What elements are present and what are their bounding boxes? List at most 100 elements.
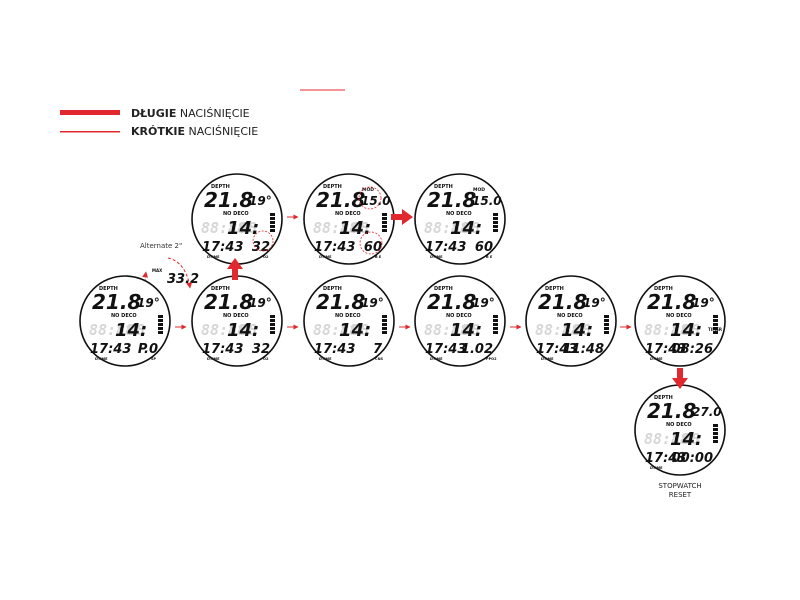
nodeco-label: NO DECO xyxy=(446,211,472,217)
depth-value: 21.8 xyxy=(204,290,253,314)
lcd-ghost-segments: 88:88 xyxy=(644,430,689,448)
alternate-display: MAX 33.2 xyxy=(152,268,199,287)
depth-label: DEPTH xyxy=(545,286,564,292)
lcd-ghost-segments: 88:88 xyxy=(89,321,134,339)
nodeco-label: NO DECO xyxy=(223,211,249,217)
highlight-o2-value xyxy=(252,230,274,252)
depth-value: 21.8 xyxy=(92,290,141,314)
dtime-label: DTIME xyxy=(207,357,220,361)
legend-short-swatch xyxy=(60,131,120,133)
bottom-value: P.0 xyxy=(138,342,158,357)
alt-max-value: 33.2 xyxy=(167,272,199,287)
bar-graph xyxy=(713,315,718,334)
bottom-value: 60 xyxy=(475,240,493,255)
lcd-ghost-segments-right: 88 xyxy=(239,219,257,237)
temp-value: 19° xyxy=(361,296,384,310)
bottom-value: 08:26 xyxy=(672,342,713,357)
temp-value: 19° xyxy=(583,296,606,310)
depth-value: 21.8 xyxy=(538,290,587,314)
lcd-ghost-segments-right: 88 xyxy=(682,430,700,448)
reset-caption-line2: RESET xyxy=(669,491,692,499)
bottom-value: 1.02 xyxy=(461,342,493,357)
lcd-ghost-segments-right: 88 xyxy=(239,321,257,339)
depth-label: DEPTH xyxy=(211,184,230,190)
nodeco-value: 14: xyxy=(670,429,702,450)
depth-label: DEPTH xyxy=(654,286,673,292)
dtime-value: 17:43 xyxy=(90,342,131,357)
nodeco-label: NO DECO xyxy=(666,313,692,319)
watch-bezel xyxy=(414,173,506,265)
lcd-ghost-segments-right: 88 xyxy=(351,219,369,237)
bottom-value: 32 xyxy=(252,240,270,255)
alternate-arrow-right xyxy=(167,257,193,289)
dtime-value: 17:43 xyxy=(202,240,243,255)
lcd-ghost-segments-right: 88 xyxy=(351,321,369,339)
legend-long-text: DŁUGIE NACIŚNIĘCIE xyxy=(131,107,250,120)
bottom-label: SP xyxy=(151,357,157,361)
nodeco-value: 14: xyxy=(227,320,259,341)
watch-bezel xyxy=(303,275,395,367)
bottom-label: O2 xyxy=(263,357,269,361)
dtime-value: 17:43 xyxy=(536,342,577,357)
temp-value: 19° xyxy=(472,296,495,310)
depth-label: DEPTH xyxy=(323,286,342,292)
nodeco-label: NO DECO xyxy=(557,313,583,319)
alternate-note: Alternate 2" xyxy=(140,242,182,250)
depth-label: DEPTH xyxy=(323,184,342,190)
nodeco-value: 14: xyxy=(561,320,593,341)
lcd-ghost-segments: 88:88 xyxy=(313,321,358,339)
dtime-value: 17:43 xyxy=(645,451,686,466)
temp-value: 19° xyxy=(137,296,160,310)
nodeco-value: 14: xyxy=(450,320,482,341)
highlight-mod-value xyxy=(358,186,382,210)
lcd-ghost-segments: 88:88 xyxy=(535,321,580,339)
depth-label: DEPTH xyxy=(99,286,118,292)
bottom-label: B E xyxy=(375,255,382,259)
nodeco-label: NO DECO xyxy=(666,422,692,428)
temp-value: 19° xyxy=(692,296,715,310)
reset-caption-line1: STOPWATCH xyxy=(658,482,701,490)
bar-graph xyxy=(270,213,275,232)
bottom-value: 7 xyxy=(373,342,383,357)
bottom-label: CNS xyxy=(375,357,383,361)
nodeco-label: NO DECO xyxy=(223,313,249,319)
depth-value: 21.8 xyxy=(647,290,696,314)
depth-label: DEPTH xyxy=(211,286,230,292)
nodeco-label: NO DECO xyxy=(111,313,137,319)
bottom-label: O2 xyxy=(263,255,269,259)
bar-graph xyxy=(604,315,609,334)
mod-label: MOD xyxy=(473,187,485,193)
mod-label: MOD xyxy=(362,187,374,193)
depth-value: 21.8 xyxy=(647,399,696,423)
watch-bezel xyxy=(414,275,506,367)
bar-graph xyxy=(382,213,387,232)
nodeco-value: 14: xyxy=(339,218,371,239)
bottom-label: PPO2 xyxy=(486,357,497,361)
depth-label: DEPTH xyxy=(654,395,673,401)
lcd-ghost-segments: 88:88 xyxy=(313,219,358,237)
dtime-label: DTIME xyxy=(541,357,554,361)
depth-label: DEPTH xyxy=(434,184,453,190)
lcd-ghost-segments: 88:88 xyxy=(201,321,246,339)
dtime-label: DTIME xyxy=(430,357,443,361)
legend-short-text: KRÓTKIE NACIŚNIĘCIE xyxy=(131,125,258,138)
dtime-label: DTIME xyxy=(430,255,443,259)
lcd-ghost-segments-right: 88 xyxy=(573,321,591,339)
dtime-label: DTIME xyxy=(319,255,332,259)
arrow-long-up xyxy=(227,258,243,280)
depth-value: 21.8 xyxy=(427,188,476,212)
lcd-ghost-segments-right: 88 xyxy=(462,219,480,237)
timer-label: TIMER xyxy=(708,327,722,332)
watch-bezel xyxy=(634,275,726,367)
arrow-long-down xyxy=(672,368,688,389)
dtime-value: 17:43 xyxy=(314,342,355,357)
dtime-value: 17:43 xyxy=(202,342,243,357)
